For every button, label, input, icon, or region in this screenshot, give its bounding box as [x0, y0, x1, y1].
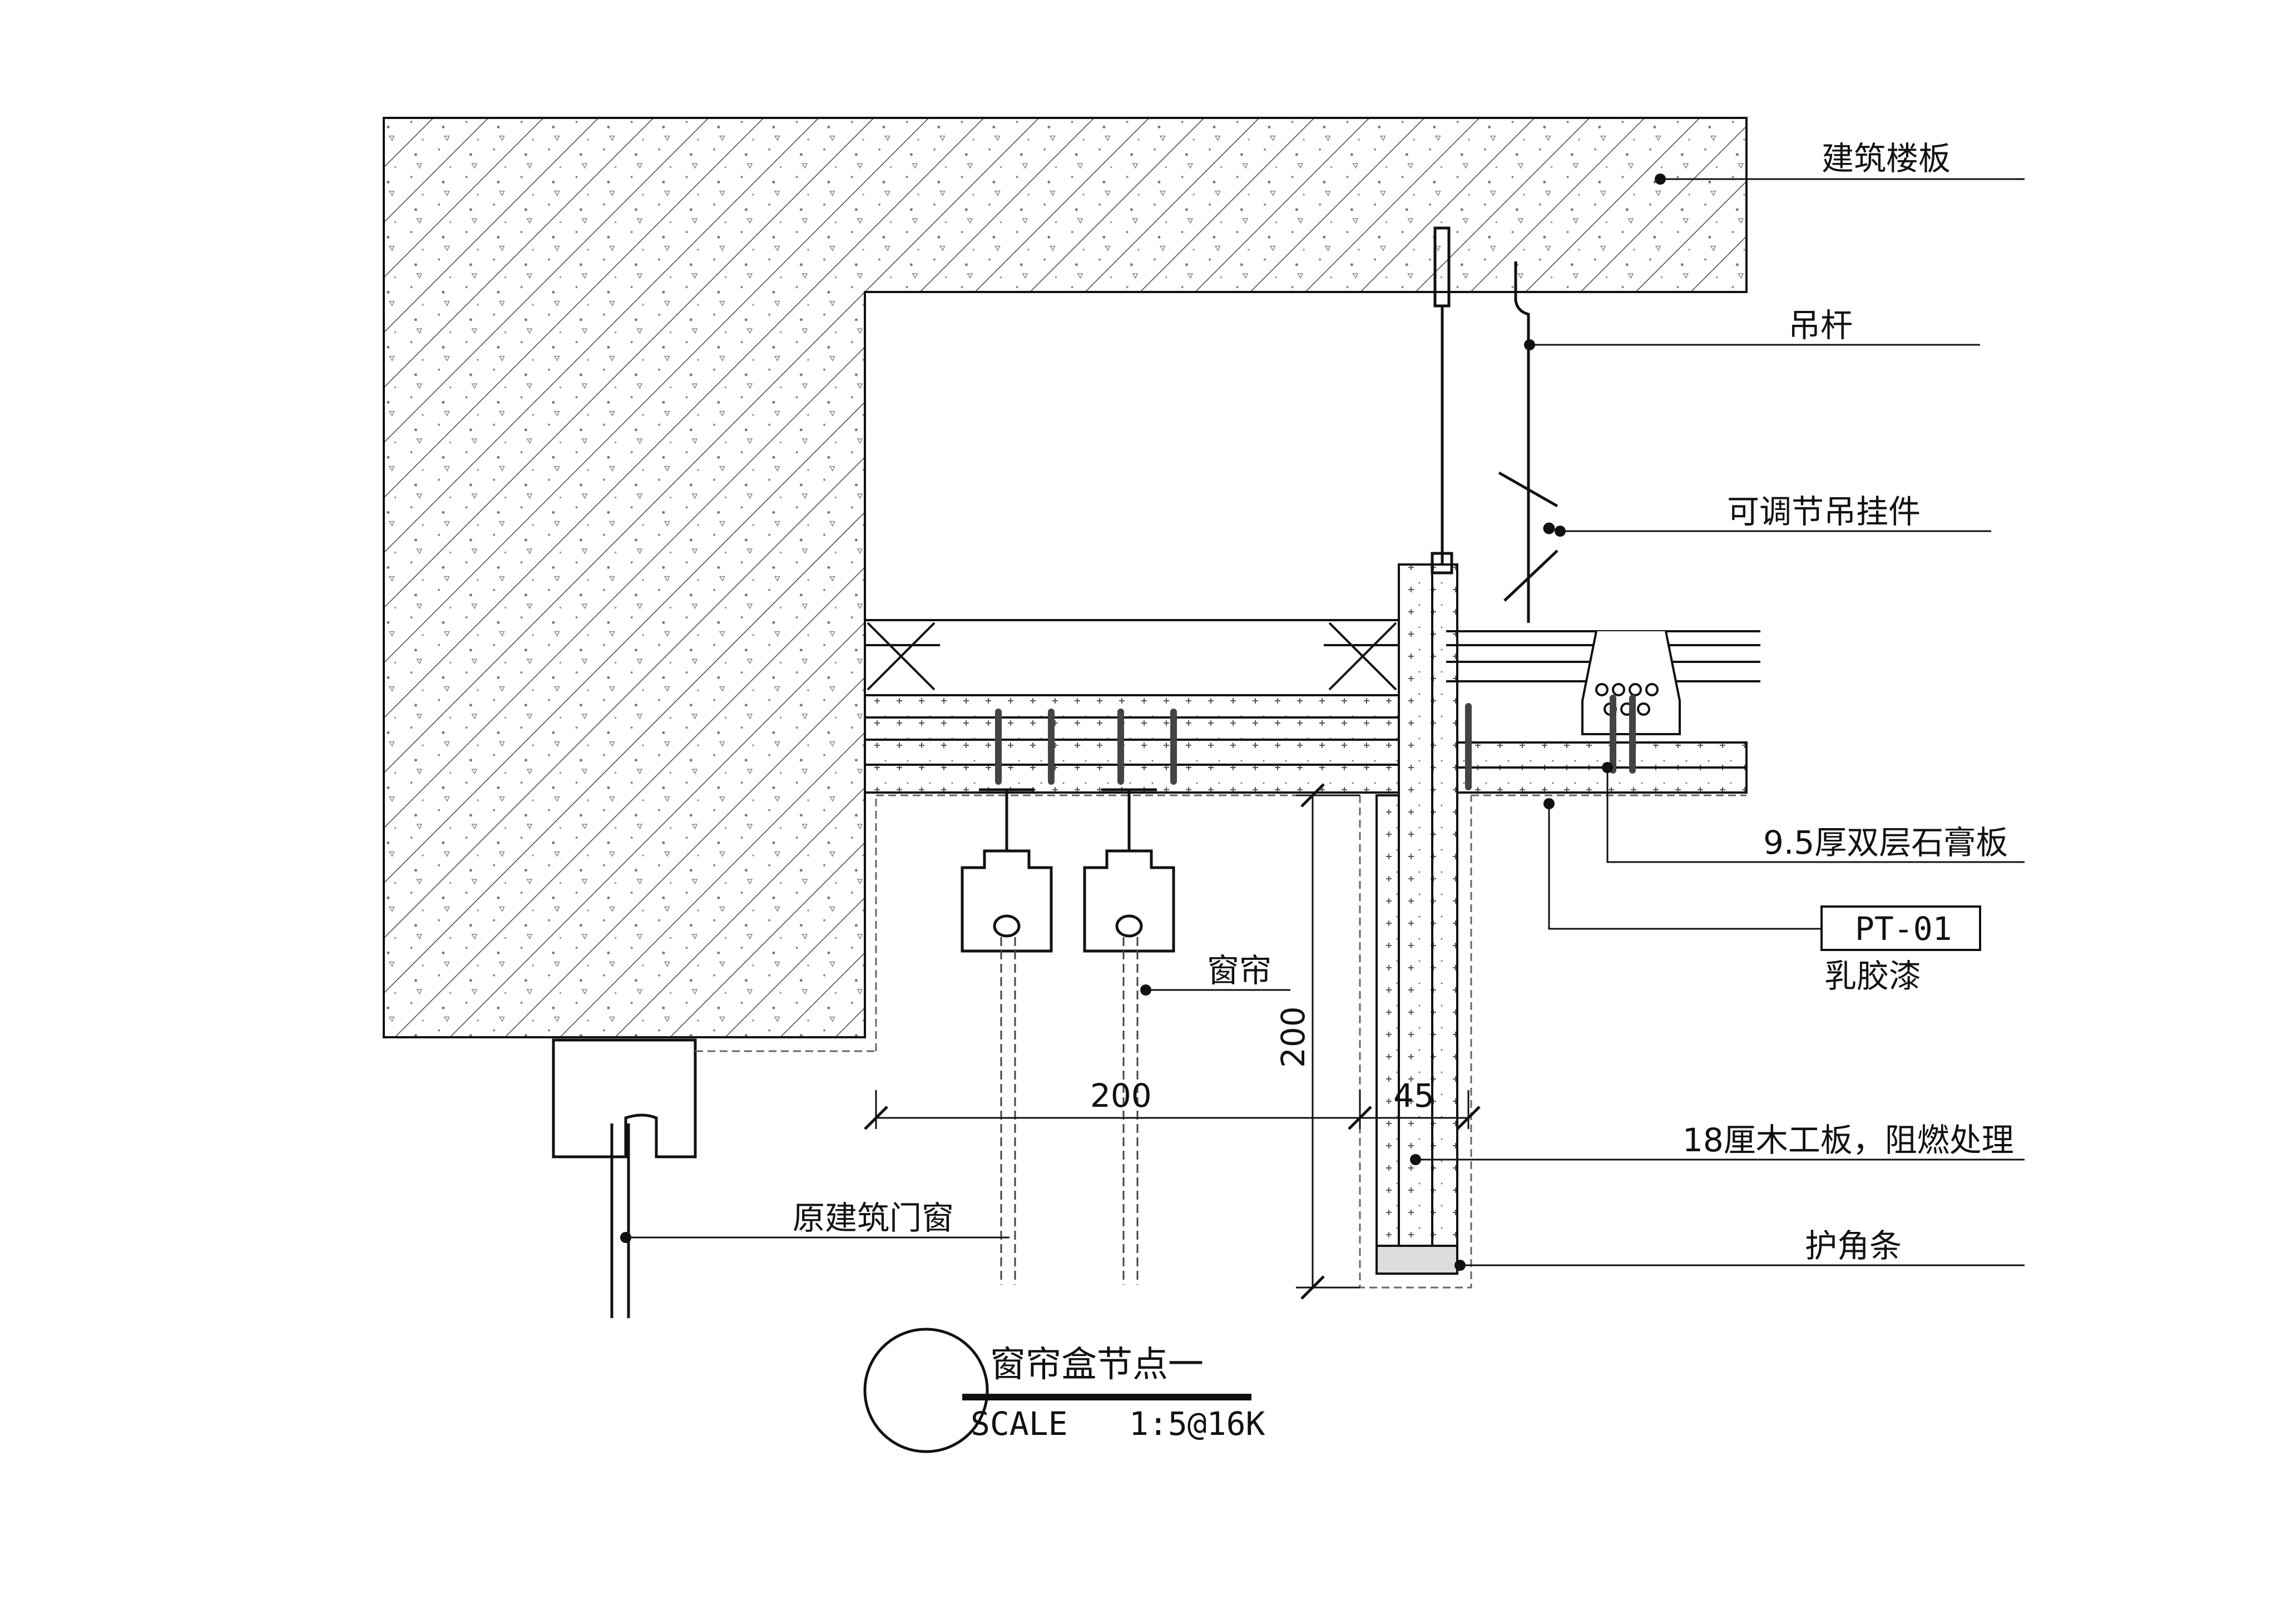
- window-frame-profile: [552, 1038, 697, 1318]
- concrete-slab: [383, 117, 1748, 1038]
- label-window-frame: 原建筑门窗: [793, 1199, 954, 1237]
- title-symbol: [863, 1328, 989, 1453]
- label-curtain: 窗帘: [1207, 952, 1271, 989]
- drawing-title: 窗帘盒节点一: [990, 1344, 1204, 1385]
- label-gypsum-board: 9.5厚双层石膏板: [1763, 824, 2008, 861]
- curtain-fabric: [1000, 937, 1139, 1285]
- scale-label: SCALE: [971, 1405, 1068, 1443]
- label-adjustable-hanger: 可调节吊挂件: [1727, 493, 1921, 531]
- label-corner-guard: 护角条: [1805, 1227, 1902, 1265]
- label-paint-name: 乳胶漆: [1824, 957, 1921, 995]
- ceiling-keel: [1446, 630, 1760, 735]
- label-hanger-rod: 吊杆: [1788, 306, 1853, 344]
- label-wood-board: 18厘木工板，阻燃处理: [1683, 1121, 2014, 1159]
- label-paint-code: PT-01: [1855, 910, 1952, 948]
- vertical-wood-board: [1375, 563, 1458, 1275]
- curtain-track: [961, 788, 1175, 953]
- fasteners: [995, 695, 1636, 790]
- leader-lines: [626, 178, 2025, 1266]
- dimension-height: 200: [1274, 1006, 1312, 1068]
- dimension-board-width: 45: [1393, 1077, 1434, 1115]
- hanger-rod: [1431, 226, 1558, 623]
- label-floor-slab: 建筑楼板: [1822, 140, 1951, 177]
- dimension-width: 200: [1090, 1077, 1152, 1115]
- top-blocking: [864, 619, 1400, 696]
- leader-dots: [620, 174, 1666, 1271]
- paint-code-box: [1820, 905, 1981, 951]
- plywood-base: [864, 694, 1400, 794]
- dimension-lines: [864, 783, 1481, 1300]
- scale-value: 1:5@16K: [1129, 1405, 1265, 1443]
- hidden-line: [1359, 795, 1472, 1289]
